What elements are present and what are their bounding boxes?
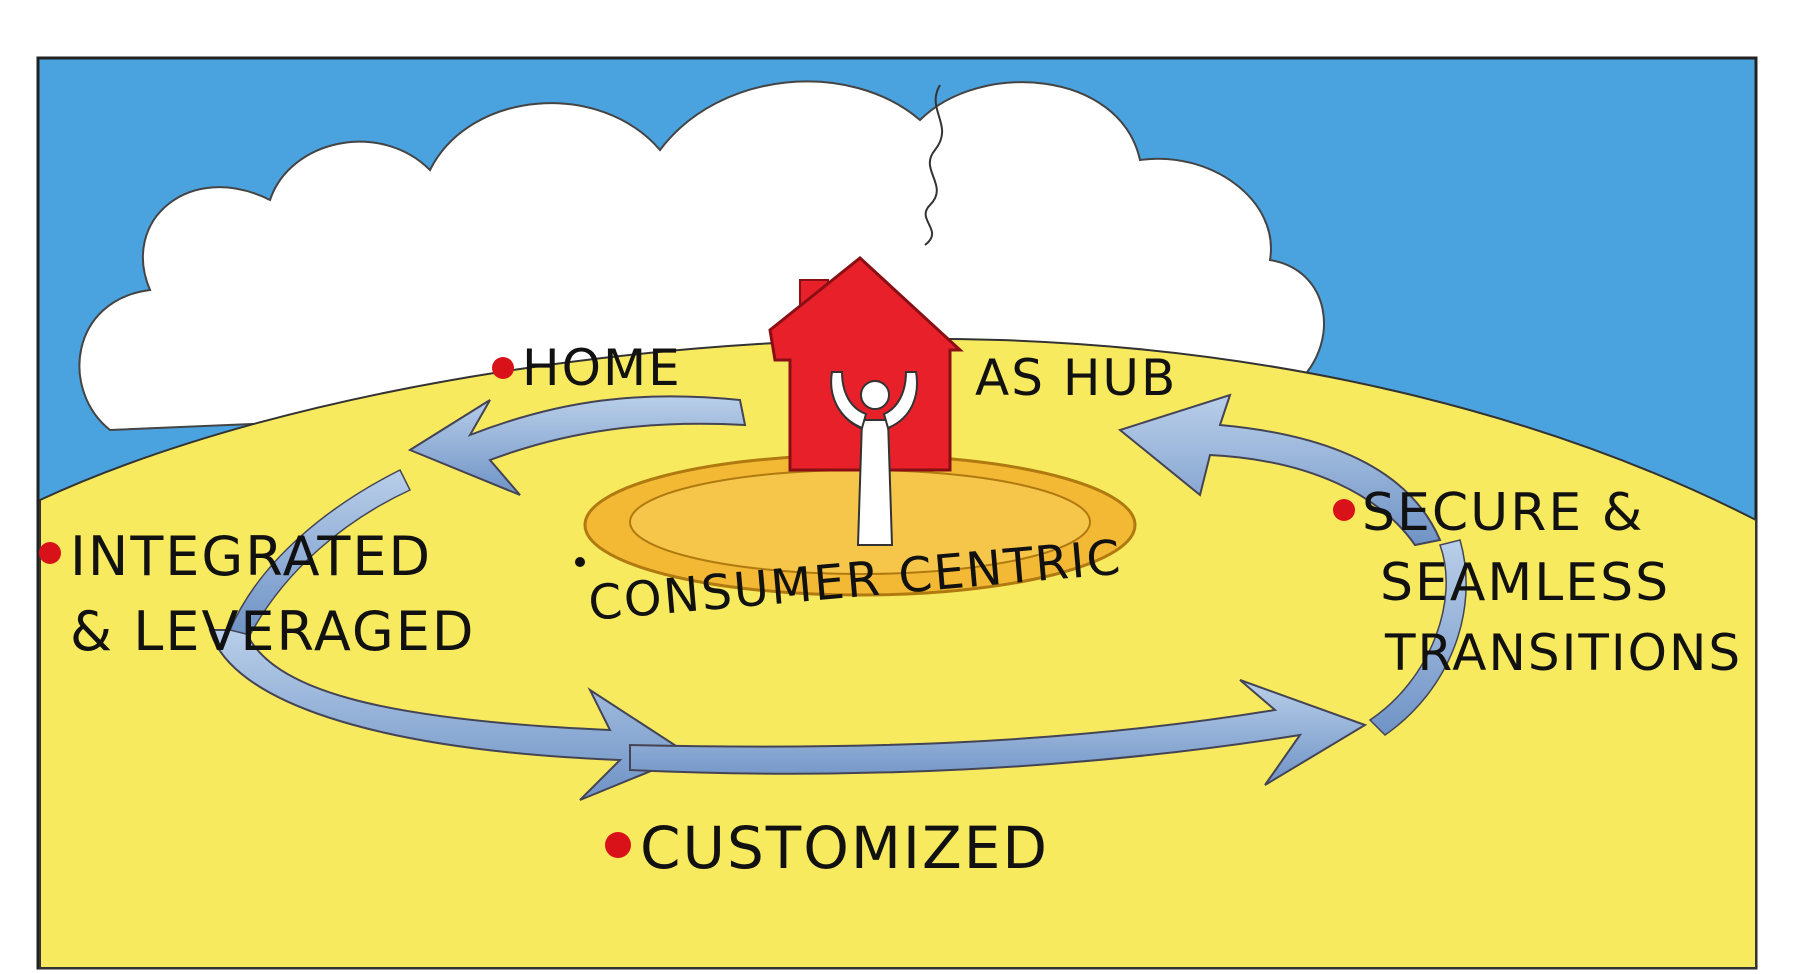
house-icon [768, 256, 964, 472]
arrow-right-connector [1368, 539, 1467, 736]
bullet-integrated [39, 542, 61, 564]
label-customized: CUSTOMIZED [640, 814, 1049, 882]
bullet-secure [1333, 499, 1355, 521]
person-icon [830, 371, 918, 546]
label-integrated-line2: & LEVERAGED [70, 600, 475, 663]
cycle-arrows [208, 393, 1467, 801]
label-secure-line3: TRANSITIONS [1384, 624, 1742, 682]
label-home: HOME [522, 339, 682, 397]
arrow-top-left [407, 395, 747, 496]
arrow-bottom-right [629, 679, 1368, 786]
label-secure-line1: SECURE & [1362, 483, 1644, 543]
label-secure-line2: SEAMLESS [1380, 553, 1670, 613]
smoke-icon [924, 84, 944, 246]
bullet-consumer [575, 557, 585, 567]
label-integrated-line1: INTEGRATED [70, 525, 432, 588]
bullet-home [492, 357, 514, 379]
ground [39, 337, 1757, 969]
arrow-top-right [1117, 393, 1442, 547]
label-as-hub: AS HUB [975, 349, 1177, 407]
arrow-left-connector [228, 468, 412, 636]
bullet-customized [605, 832, 631, 858]
